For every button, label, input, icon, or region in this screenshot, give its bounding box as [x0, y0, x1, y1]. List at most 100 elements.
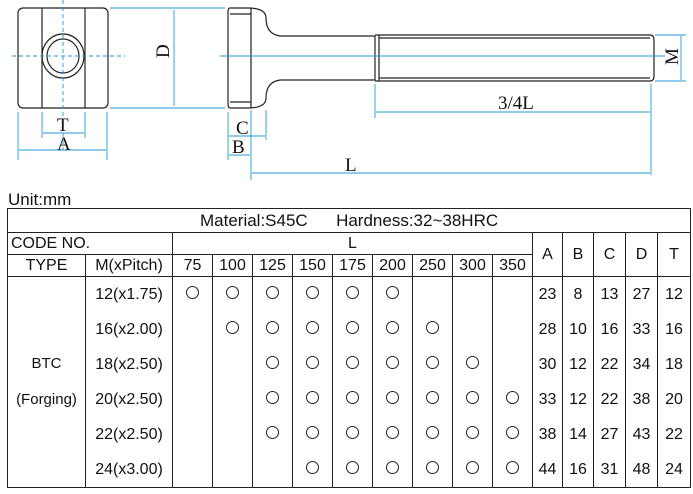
l-value-125: 125 [252, 254, 293, 277]
dim-cell-t: 16 [656, 312, 692, 347]
availability-cell [252, 382, 293, 417]
available-circle-icon [346, 285, 359, 299]
available-circle-icon [346, 355, 359, 369]
m-cell: 22(x2.50) [85, 417, 173, 452]
dim-cell-c: 27 [593, 417, 626, 452]
dim-header-d: D [625, 232, 658, 277]
availability-cell [492, 347, 533, 382]
availability-cell [492, 417, 533, 452]
available-circle-icon [226, 285, 239, 299]
availability-cell [252, 452, 293, 488]
m-cell: 18(x2.50) [85, 347, 173, 382]
dim-cell-t: 22 [656, 417, 692, 452]
available-circle-icon [506, 425, 519, 439]
label-three-quarter-l: 3/4L [498, 93, 534, 114]
available-circle-icon [386, 320, 399, 334]
availability-cell [372, 382, 413, 417]
availability-cell [452, 452, 493, 488]
availability-cell [172, 417, 213, 452]
type-cell: BTC (Forging) [7, 276, 86, 488]
available-circle-icon [346, 390, 359, 404]
dim-header-a: A [532, 232, 563, 277]
dim-cell-a: 44 [532, 452, 563, 488]
availability-cell [492, 312, 533, 347]
availability-cell [332, 347, 373, 382]
availability-cell [372, 452, 413, 488]
dim-cell-t: 24 [656, 452, 692, 488]
available-circle-icon [426, 320, 439, 334]
availability-cell [212, 452, 253, 488]
availability-cell [412, 312, 453, 347]
availability-cell [452, 417, 493, 452]
available-circle-icon [386, 425, 399, 439]
availability-cell [412, 417, 453, 452]
dim-cell-a: 38 [532, 417, 563, 452]
available-circle-icon [346, 425, 359, 439]
l-value-250: 250 [412, 254, 453, 277]
label-c: C [236, 118, 249, 139]
availability-cell [452, 312, 493, 347]
availability-cell [172, 312, 213, 347]
availability-cell [212, 276, 253, 312]
availability-cell [332, 312, 373, 347]
availability-cell [252, 312, 293, 347]
availability-cell [172, 382, 213, 417]
dim-cell-t: 18 [656, 347, 692, 382]
available-circle-icon [266, 425, 279, 439]
available-circle-icon [306, 355, 319, 369]
availability-cell [292, 347, 333, 382]
dim-cell-t: 12 [656, 276, 692, 312]
availability-cell [212, 382, 253, 417]
dim-cell-d: 38 [625, 382, 658, 417]
type-name: BTC [31, 355, 62, 372]
available-circle-icon [306, 460, 319, 474]
code-no-header: CODE NO. [7, 232, 173, 255]
hardness: Hardness:32~38HRC [336, 210, 499, 230]
m-cell: 20(x2.50) [85, 382, 173, 417]
dim-cell-d: 43 [625, 417, 658, 452]
l-value-300: 300 [452, 254, 493, 277]
available-circle-icon [266, 285, 279, 299]
l-value-100: 100 [212, 254, 253, 277]
availability-cell [372, 417, 413, 452]
label-d: D [153, 44, 174, 58]
dim-cell-c: 22 [593, 347, 626, 382]
available-circle-icon [346, 320, 359, 334]
availability-cell [412, 382, 453, 417]
l-value-150: 150 [292, 254, 333, 277]
availability-cell [412, 347, 453, 382]
l-value-200: 200 [372, 254, 413, 277]
available-circle-icon [266, 355, 279, 369]
availability-cell [292, 452, 333, 488]
available-circle-icon [266, 390, 279, 404]
available-circle-icon [386, 390, 399, 404]
dim-cell-a: 28 [532, 312, 563, 347]
dim-cell-b: 14 [562, 417, 594, 452]
label-b: B [232, 137, 245, 158]
availability-cell [372, 347, 413, 382]
dim-cell-c: 22 [593, 382, 626, 417]
m-header: M(xPitch) [85, 254, 173, 277]
dim-cell-a: 30 [532, 347, 563, 382]
dim-cell-a: 23 [532, 276, 563, 312]
available-circle-icon [466, 390, 479, 404]
dim-cell-b: 8 [562, 276, 594, 312]
availability-cell [212, 417, 253, 452]
availability-cell [172, 452, 213, 488]
available-circle-icon [466, 355, 479, 369]
available-circle-icon [386, 460, 399, 474]
label-l: L [345, 155, 357, 176]
dim-header-t: T [656, 232, 692, 277]
available-circle-icon [186, 285, 199, 299]
type-sub: (Forging) [16, 391, 77, 408]
available-circle-icon [306, 390, 319, 404]
availability-cell [492, 452, 533, 488]
availability-cell [332, 417, 373, 452]
available-circle-icon [466, 425, 479, 439]
available-circle-icon [466, 460, 479, 474]
availability-cell [412, 276, 453, 312]
available-circle-icon [506, 390, 519, 404]
dim-cell-c: 13 [593, 276, 626, 312]
